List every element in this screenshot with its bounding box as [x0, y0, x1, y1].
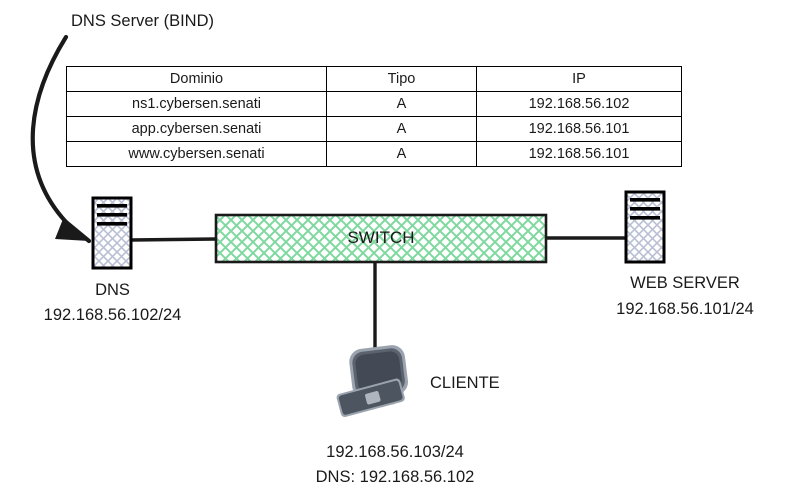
cell-domain: app.cybersen.senati [66, 116, 327, 142]
callout-arrow [30, 34, 92, 244]
cell-domain: www.cybersen.senati [66, 141, 327, 167]
dns-node-ip: 192.168.56.102/24 [43, 306, 182, 324]
column-header-ip: IP [476, 66, 682, 92]
column-header-type: Tipo [326, 66, 477, 92]
client-ip: 192.168.56.103/24 [326, 443, 464, 461]
dns-records-table: Dominio Tipo IP ns1.cybersen.senati A 19… [66, 66, 682, 167]
table-header-row: Dominio Tipo IP [66, 66, 682, 92]
cell-type: A [326, 116, 477, 142]
dns-node-label: DNS [95, 281, 130, 299]
cell-type: A [326, 141, 477, 167]
table-row: app.cybersen.senati A 192.168.56.101 [66, 116, 682, 142]
cell-ip: 192.168.56.102 [476, 91, 682, 117]
cell-ip: 192.168.56.101 [476, 116, 682, 142]
desktop-computer-icon [336, 345, 408, 418]
web-server-ip: 192.168.56.101/24 [616, 300, 754, 318]
page-title: DNS Server (BIND) [71, 12, 215, 30]
table-row: www.cybersen.senati A 192.168.56.101 [66, 141, 682, 167]
switch-label: SWITCH [347, 228, 415, 247]
server-icon-dns [91, 196, 133, 270]
link-dns-switch [130, 237, 217, 242]
server-icon-web [624, 190, 666, 264]
client-label: CLIENTE [430, 374, 500, 392]
client-dns: DNS: 192.168.56.102 [315, 468, 475, 486]
cell-type: A [326, 91, 477, 117]
table-row: ns1.cybersen.senati A 192.168.56.102 [66, 91, 682, 117]
switch-icon [214, 213, 548, 264]
web-server-label: WEB SERVER [630, 274, 740, 292]
cell-domain: ns1.cybersen.senati [66, 91, 327, 117]
cell-ip: 192.168.56.101 [476, 141, 682, 167]
column-header-domain: Dominio [66, 66, 327, 92]
